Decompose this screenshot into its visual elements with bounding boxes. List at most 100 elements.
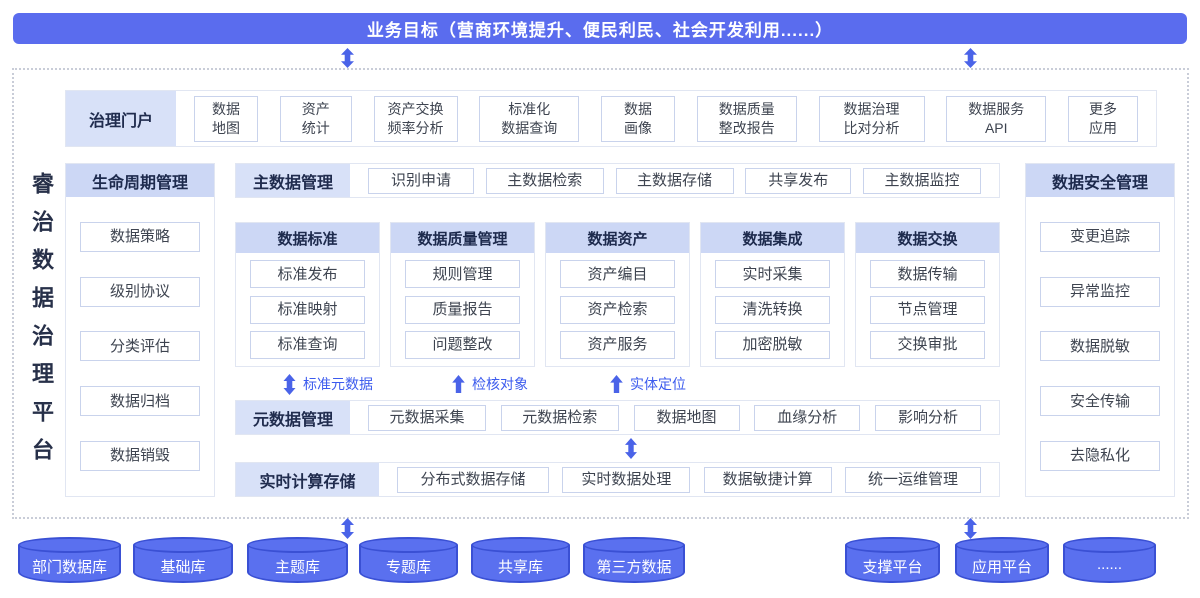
flow-label: 标准元数据: [303, 376, 373, 392]
cylinder-label: 基础库: [160, 559, 206, 576]
module-item: 资产服务: [560, 330, 675, 359]
security-items: 变更追踪 异常监控 数据脱敏 安全传输 去隐私化: [1026, 197, 1174, 496]
module-item: 资产检索: [560, 295, 675, 324]
portal-item: 数据治理 比对分析: [818, 95, 925, 142]
portal-item: 资产 统计: [279, 95, 352, 142]
cylinder-label: 应用平台: [971, 559, 1032, 576]
module-item: 标准发布: [250, 260, 365, 289]
module-item: 资产编目: [560, 260, 675, 289]
cylinder-label: 主题库: [274, 559, 320, 576]
flow-entity-location: 实体定位: [610, 372, 686, 396]
module-item: 问题整改: [405, 330, 520, 359]
module-column-header: 数据质量管理: [391, 223, 534, 253]
module-item: 数据传输: [870, 260, 985, 289]
module-column-data-standard: 数据标准 标准发布 标准映射 标准查询: [235, 222, 380, 367]
double-arrow-icon: [963, 518, 978, 539]
module-item: 节点管理: [870, 295, 985, 324]
lifecycle-item: 数据归档: [80, 386, 200, 417]
double-arrow-icon: [283, 373, 296, 395]
metadata-item: 影响分析: [875, 404, 981, 431]
module-item: 质量报告: [405, 295, 520, 324]
portal-item: 数据 画像: [601, 95, 675, 142]
security-item: 变更追踪: [1040, 221, 1160, 252]
master-item: 共享发布: [745, 167, 852, 194]
realtime-item: 数据敏捷计算: [703, 466, 832, 493]
lifecycle-item: 数据策略: [80, 221, 200, 252]
module-column-header: 数据标准: [236, 223, 379, 253]
metadata-boxes: 元数据采集 元数据检索 数据地图 血缘分析 影响分析: [350, 401, 999, 434]
metadata-row: 元数据管理 元数据采集 元数据检索 数据地图 血缘分析 影响分析: [235, 400, 1000, 435]
module-column-data-integration: 数据集成 实时采集 清洗转换 加密脱敏: [700, 222, 845, 367]
security-item: 异常监控: [1040, 276, 1160, 307]
double-arrow-icon: [624, 438, 638, 459]
security-item: 安全传输: [1040, 386, 1160, 417]
module-item: 标准映射: [250, 295, 365, 324]
module-column-items: 数据传输 节点管理 交换审批: [856, 253, 999, 366]
flow-label: 实体定位: [630, 376, 686, 392]
module-item: 规则管理: [405, 260, 520, 289]
module-column-header: 数据交换: [856, 223, 999, 253]
portal-item: 数据服务 API: [946, 95, 1047, 142]
flow-check-object: 检核对象: [452, 372, 528, 396]
double-arrow-icon: [340, 518, 355, 539]
lifecycle-column: 生命周期管理 数据策略 级别协议 分类评估 数据归档 数据销毁: [65, 163, 215, 497]
metadata-item: 元数据检索: [500, 404, 619, 431]
metadata-item: 数据地图: [633, 404, 740, 431]
double-arrow-icon: [963, 48, 978, 68]
module-item: 加密脱敏: [715, 330, 830, 359]
portal-item: 资产交换 频率分析: [373, 95, 458, 142]
portal-row-label: 治理门户: [66, 91, 176, 146]
master-data-label: 主数据管理: [236, 164, 350, 197]
module-column-header: 数据集成: [701, 223, 844, 253]
realtime-item: 分布式数据存储: [397, 466, 549, 493]
lifecycle-item: 级别协议: [80, 276, 200, 307]
portal-boxes: 数据 地图 资产 统计 资产交换 频率分析 标准化 数据查询 数据 画像 数据质…: [176, 91, 1156, 146]
module-column-data-asset: 数据资产 资产编目 资产检索 资产服务: [545, 222, 690, 367]
cylinder-label: 共享库: [497, 559, 543, 576]
module-item: 实时采集: [715, 260, 830, 289]
double-arrow-icon: [340, 48, 355, 68]
portal-item: 数据 地图: [194, 95, 258, 142]
master-item: 主数据存储: [615, 167, 734, 194]
security-header: 数据安全管理: [1026, 164, 1174, 197]
business-goal-banner: 业务目标（营商环境提升、便民利民、社会开发利用......）: [13, 13, 1187, 44]
portal-item: 标准化 数据查询: [479, 95, 580, 142]
portal-item: 更多 应用: [1068, 95, 1138, 142]
module-item: 清洗转换: [715, 295, 830, 324]
database-cylinder: 基础库: [133, 537, 233, 583]
cylinder-label: 支撑平台: [862, 559, 923, 576]
module-column-data-quality: 数据质量管理 规则管理 质量报告 问题整改: [390, 222, 535, 367]
lifecycle-header: 生命周期管理: [66, 164, 214, 197]
portal-item: 数据质量 整改报告: [696, 95, 797, 142]
database-cylinder: 第三方数据: [583, 537, 685, 583]
cylinder-label: 专题库: [385, 559, 431, 576]
realtime-item: 统一运维管理: [844, 466, 981, 493]
security-item: 数据脱敏: [1040, 331, 1160, 362]
module-column-items: 实时采集 清洗转换 加密脱敏: [701, 253, 844, 366]
lifecycle-items: 数据策略 级别协议 分类评估 数据归档 数据销毁: [66, 197, 214, 496]
lifecycle-item: 分类评估: [80, 331, 200, 362]
realtime-item: 实时数据处理: [562, 466, 691, 493]
up-arrow-icon: [452, 375, 465, 393]
module-item: 交换审批: [870, 330, 985, 359]
module-column-data-exchange: 数据交换 数据传输 节点管理 交换审批: [855, 222, 1000, 367]
realtime-boxes: 分布式数据存储 实时数据处理 数据敏捷计算 统一运维管理: [379, 463, 999, 496]
platform-title: 睿治数据治理平台: [29, 172, 54, 476]
platform-boundary: [12, 68, 1189, 519]
master-item: 识别申请: [368, 167, 474, 194]
flow-standard-metadata: 标准元数据: [283, 372, 373, 396]
metadata-item: 血缘分析: [754, 404, 861, 431]
master-item: 主数据监控: [863, 167, 981, 194]
metadata-label: 元数据管理: [236, 401, 350, 434]
realtime-label: 实时计算存储: [236, 463, 379, 496]
master-item: 主数据检索: [485, 167, 604, 194]
module-column-items: 规则管理 质量报告 问题整改: [391, 253, 534, 366]
database-cylinder: 主题库: [247, 537, 348, 583]
module-column-items: 标准发布 标准映射 标准查询: [236, 253, 379, 366]
database-cylinder: ......: [1063, 537, 1156, 583]
security-item: 去隐私化: [1040, 441, 1160, 472]
flow-label: 检核对象: [472, 376, 528, 392]
portal-row: 治理门户 数据 地图 资产 统计 资产交换 频率分析 标准化 数据查询 数据 画…: [65, 90, 1157, 147]
metadata-item: 元数据采集: [368, 404, 486, 431]
master-data-boxes: 识别申请 主数据检索 主数据存储 共享发布 主数据监控: [350, 164, 999, 197]
